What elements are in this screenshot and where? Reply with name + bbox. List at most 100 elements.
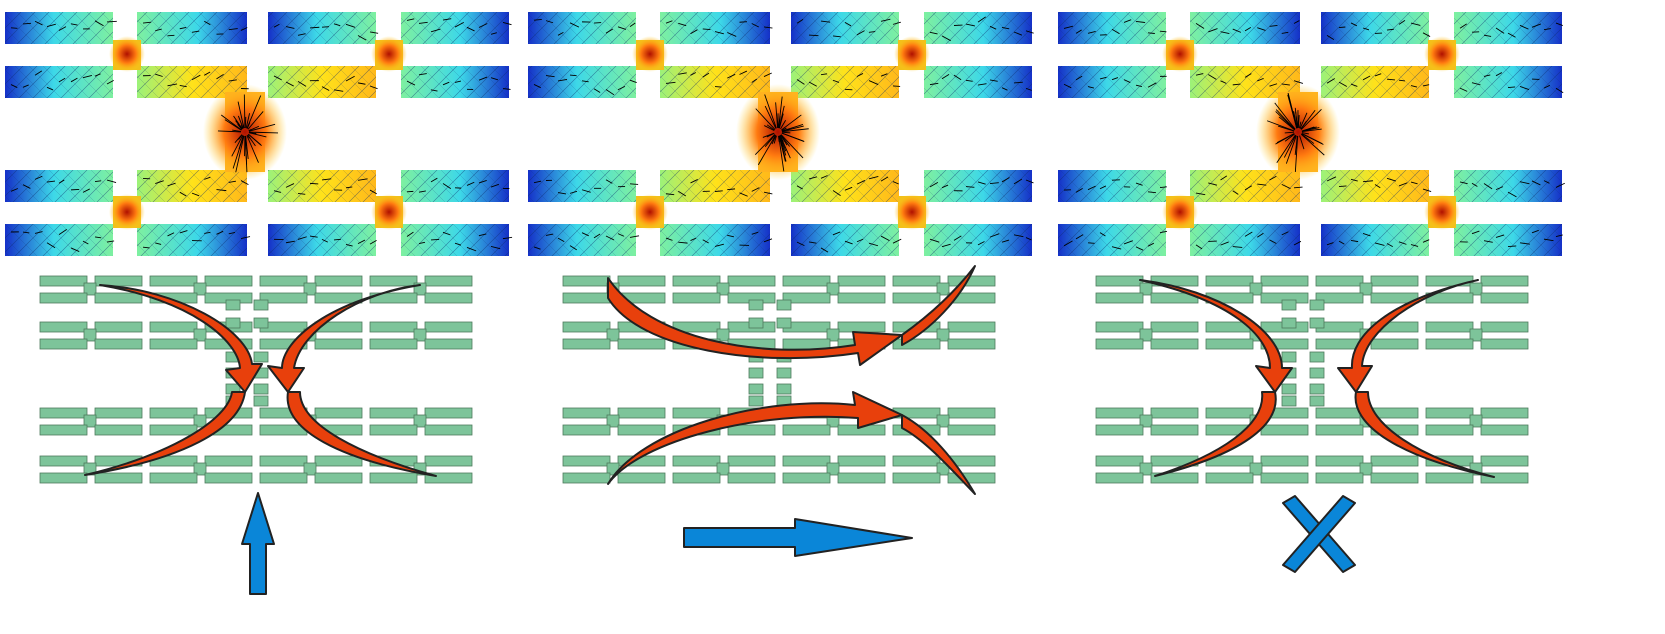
- block: [563, 276, 610, 286]
- block: [893, 339, 940, 349]
- block: [150, 425, 197, 435]
- block: [1316, 456, 1363, 466]
- connector: [1282, 352, 1296, 362]
- block: [425, 322, 472, 332]
- block: [425, 456, 472, 466]
- block: [563, 425, 610, 435]
- block: [783, 276, 830, 286]
- mesh-overlay: [924, 12, 1032, 44]
- indicators: [242, 493, 1355, 594]
- block: [1481, 339, 1528, 349]
- block: [370, 339, 417, 349]
- block: [40, 473, 87, 483]
- right-arrow-icon: [684, 519, 912, 556]
- hotspot: [894, 194, 930, 230]
- block: [260, 473, 307, 483]
- mesh-overlay: [791, 12, 899, 44]
- connector: [226, 318, 240, 328]
- schematic-row: [40, 276, 1528, 483]
- block: [948, 339, 995, 349]
- vector-tick: [310, 183, 318, 184]
- block: [673, 293, 720, 303]
- connector: [749, 300, 763, 310]
- block: [563, 473, 610, 483]
- block: [1426, 322, 1473, 332]
- connector: [1310, 352, 1324, 362]
- block: [150, 339, 197, 349]
- mesh-overlay: [1058, 66, 1166, 98]
- block: [563, 456, 610, 466]
- block: [618, 473, 665, 483]
- block: [1261, 425, 1308, 435]
- mesh-overlay: [137, 224, 247, 256]
- block: [563, 293, 610, 303]
- block: [40, 276, 87, 286]
- vector-tick: [244, 94, 245, 128]
- mesh-overlay: [791, 66, 899, 98]
- block: [618, 339, 665, 349]
- block: [1096, 473, 1143, 483]
- block: [948, 408, 995, 418]
- block: [425, 276, 472, 286]
- block: [205, 276, 252, 286]
- block: [1151, 408, 1198, 418]
- block: [838, 276, 885, 286]
- block: [1481, 408, 1528, 418]
- block: [1316, 425, 1363, 435]
- vector-tick: [740, 22, 747, 23]
- block: [783, 473, 830, 483]
- hotspot: [1424, 194, 1460, 230]
- hotspot: [632, 194, 668, 230]
- block: [40, 425, 87, 435]
- block: [1426, 276, 1473, 286]
- mesh-overlay: [5, 170, 113, 202]
- mesh-overlay: [401, 12, 509, 44]
- block: [425, 293, 472, 303]
- connector: [1310, 318, 1324, 328]
- block: [1261, 456, 1308, 466]
- block: [40, 322, 87, 332]
- block: [838, 293, 885, 303]
- connector: [1310, 368, 1324, 378]
- block: [673, 408, 720, 418]
- connector: [254, 300, 268, 310]
- block: [893, 276, 940, 286]
- mesh-overlay: [528, 170, 636, 202]
- connector: [1310, 300, 1324, 310]
- block: [728, 456, 775, 466]
- block: [370, 425, 417, 435]
- block: [1151, 425, 1198, 435]
- block: [1371, 339, 1418, 349]
- mesh-overlay: [1454, 170, 1562, 202]
- vector-tick: [245, 117, 246, 128]
- mesh-overlay: [791, 170, 899, 202]
- connector: [749, 368, 763, 378]
- block: [150, 276, 197, 286]
- connector: [777, 384, 791, 394]
- block: [260, 425, 307, 435]
- block: [1481, 322, 1528, 332]
- block: [1206, 276, 1253, 286]
- block: [893, 293, 940, 303]
- block: [205, 456, 252, 466]
- hotspot: [894, 36, 930, 72]
- mesh-overlay: [1190, 12, 1300, 44]
- block: [315, 276, 362, 286]
- block: [1371, 276, 1418, 286]
- block: [1426, 408, 1473, 418]
- block: [563, 339, 610, 349]
- block: [948, 322, 995, 332]
- mesh-overlay: [660, 170, 770, 202]
- mesh-overlay: [528, 66, 636, 98]
- mesh-overlay: [268, 66, 376, 98]
- mesh-overlay: [660, 12, 770, 44]
- mesh-overlay: [1058, 12, 1166, 44]
- hotspot: [1162, 194, 1198, 230]
- up-arrow-icon: [242, 493, 274, 594]
- block: [1206, 408, 1253, 418]
- block: [1426, 339, 1473, 349]
- cross-icon: [1283, 496, 1355, 572]
- block: [838, 473, 885, 483]
- block: [1316, 408, 1363, 418]
